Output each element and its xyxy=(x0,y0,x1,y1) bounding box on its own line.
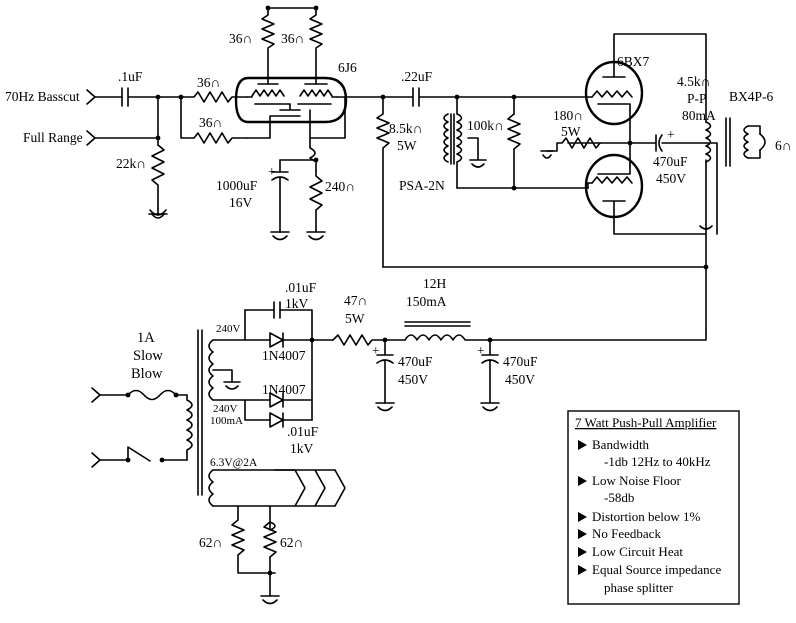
info-item-sub: phase splitter xyxy=(604,580,674,595)
c-filter2-v-label: 450V xyxy=(505,372,535,387)
r-filter-label: 47∩ xyxy=(344,293,367,308)
fullrange-input-arrow[interactable] xyxy=(86,130,96,146)
info-box: 7 Watt Push-Pull Amplifier Bandwidth -1d… xyxy=(567,410,740,605)
out-pp-label: P-P xyxy=(687,91,707,106)
choke-label: 12H xyxy=(423,276,447,291)
info-item-head: No Feedback xyxy=(592,526,661,541)
c-bias-v-label: 450V xyxy=(656,171,686,186)
power-supply xyxy=(91,301,707,605)
basscut-label: 70Hz Basscut xyxy=(5,89,80,104)
out-ma-label: 80mA xyxy=(682,108,716,123)
plus-sign-filter2: + xyxy=(477,343,485,358)
r-cathode-label: 240∩ xyxy=(325,179,355,194)
info-item-head: Low Noise Floor xyxy=(592,473,682,488)
r-drop-w-label: 5W xyxy=(397,138,417,153)
c-couple-label: .22uF xyxy=(401,69,433,84)
info-item-head: Low Circuit Heat xyxy=(592,544,683,559)
fullrange-label: Full Range xyxy=(23,130,83,145)
r-plate2-label: 36∩ xyxy=(281,31,304,46)
bullet-icon xyxy=(578,440,587,450)
c-diode-bot-v-label: 1kV xyxy=(290,441,314,456)
c-diode-bot-label: .01uF xyxy=(287,424,319,439)
tube-6bx7-label: 6BX7 xyxy=(617,54,650,69)
info-box-title: 7 Watt Push-Pull Amplifier xyxy=(575,415,717,430)
cathode-network xyxy=(270,157,326,241)
c-in-label: .1uF xyxy=(118,69,143,84)
r-grid-label: 100k∩ xyxy=(467,118,504,133)
r-bias-label: 180∩ xyxy=(553,108,583,123)
mains-input-arrow-2[interactable] xyxy=(91,452,101,468)
plus-sign-filter1: + xyxy=(372,343,380,358)
c-filter1-v-label: 450V xyxy=(398,372,428,387)
info-item-head: Distortion below 1% xyxy=(592,509,700,524)
c-cathode-v-label: 16V xyxy=(229,195,253,210)
c-filter2-label: 470uF xyxy=(503,354,538,369)
r-heater2-label: 62∩ xyxy=(280,535,303,550)
output-tubes-6bx7 xyxy=(382,33,766,334)
r-plate1-label: 36∩ xyxy=(229,31,252,46)
bullet-icon xyxy=(578,512,587,522)
c-bias-label: 470uF xyxy=(653,154,688,169)
heater-label: 6.3V@2A xyxy=(210,457,258,469)
diode-top-label: 1N4007 xyxy=(262,348,306,363)
bullet-icon xyxy=(578,476,587,486)
info-item-sub: -58db xyxy=(604,490,634,505)
fuse-label-1: 1A xyxy=(137,330,155,346)
c-diode-top-label: .01uF xyxy=(285,280,317,295)
transformer-in-label: PSA-2N xyxy=(399,178,445,193)
fuse-label-3: Blow xyxy=(131,366,163,382)
r-filter-w-label: 5W xyxy=(345,311,365,326)
r-bias-w-label: 5W xyxy=(561,124,581,139)
r-in2-label: 36∩ xyxy=(199,115,222,130)
sec-top-v-label: 240V xyxy=(216,323,241,335)
input-section xyxy=(86,87,248,219)
info-item-head: Equal Source impedance xyxy=(592,562,721,577)
basscut-input-arrow[interactable] xyxy=(86,89,96,105)
r-heater1-label: 62∩ xyxy=(199,535,222,550)
plus-sign-bias: + xyxy=(667,127,675,142)
r-in-label: 36∩ xyxy=(197,75,220,90)
choke-ma-label: 150mA xyxy=(406,294,447,309)
tube-6j6-label: 6J6 xyxy=(338,60,357,75)
plus-sign: + xyxy=(268,164,276,179)
bullet-icon xyxy=(578,547,587,557)
bullet-icon xyxy=(578,565,587,575)
bullet-icon xyxy=(578,529,587,539)
sec-bot-v-label: 240V xyxy=(213,403,238,415)
interstage-network xyxy=(344,87,589,268)
c-diode-top-v-label: 1kV xyxy=(285,296,309,311)
out-imp-label: 4.5k∩ xyxy=(677,74,710,89)
speaker-label: 6∩ xyxy=(775,138,792,153)
driver-tube-6j6 xyxy=(234,5,348,171)
diode-bot-label: 1N4007 xyxy=(262,382,306,397)
c-filter1-label: 470uF xyxy=(398,354,433,369)
transformer-out-label: BX4P-6 xyxy=(729,89,774,104)
r-pulldown-label: 22k∩ xyxy=(116,156,146,171)
sec-bot-ma-label: 100mA xyxy=(210,415,243,427)
mains-input-arrow-1[interactable] xyxy=(91,387,101,403)
info-item-sub: -1db 12Hz to 40kHz xyxy=(604,454,711,469)
info-item-head: Bandwidth xyxy=(592,437,650,452)
c-cathode-label: 1000uF xyxy=(216,178,258,193)
r-drop-label: 8.5k∩ xyxy=(389,121,422,136)
fuse-label-2: Slow xyxy=(133,348,163,364)
